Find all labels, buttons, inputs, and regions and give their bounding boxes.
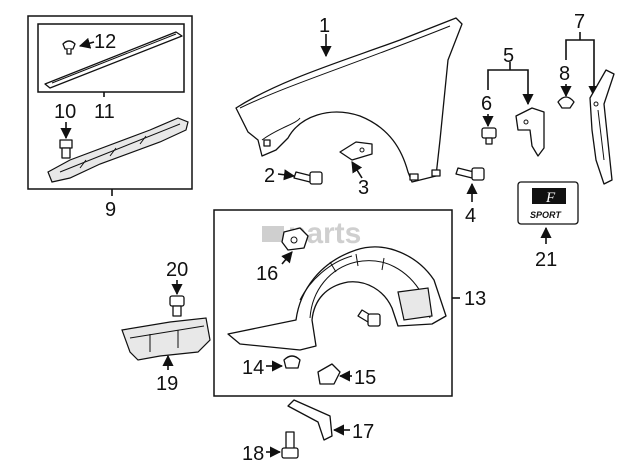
bolt-10 bbox=[59, 139, 73, 159]
callout-6: 6 bbox=[481, 93, 492, 115]
bolt-4 bbox=[455, 167, 485, 181]
callout-7: 7 bbox=[574, 11, 585, 33]
callout-1: 1 bbox=[319, 15, 330, 37]
bracket-5 bbox=[515, 107, 545, 157]
bolt-6 bbox=[481, 127, 497, 145]
bolt-20 bbox=[169, 295, 185, 317]
callout-9: 9 bbox=[105, 199, 116, 221]
emblem-text: SPORT bbox=[530, 210, 562, 220]
watermark: parts bbox=[262, 217, 361, 250]
callout-21: 21 bbox=[535, 249, 557, 271]
moulding-strip bbox=[44, 31, 183, 89]
callout-14: 14 bbox=[242, 357, 264, 379]
fender-liner bbox=[227, 246, 447, 351]
callout-16: 16 bbox=[256, 263, 278, 285]
front-fender bbox=[235, 17, 463, 183]
clip-16 bbox=[281, 227, 309, 251]
callout-5: 5 bbox=[503, 45, 514, 67]
bracket-3 bbox=[339, 141, 373, 161]
bolt-2 bbox=[293, 171, 323, 185]
group-box-13 bbox=[213, 209, 453, 397]
callout-8: 8 bbox=[559, 63, 570, 85]
seal-7 bbox=[589, 69, 615, 185]
emblem-21: F SPORT bbox=[517, 181, 579, 225]
callout-3: 3 bbox=[358, 177, 369, 199]
callout-17: 17 bbox=[352, 421, 374, 443]
fender-liner-bracket bbox=[47, 117, 189, 183]
callout-15: 15 bbox=[354, 367, 376, 389]
bolt-18 bbox=[281, 431, 299, 459]
cover-19 bbox=[121, 317, 211, 361]
callout-18: 18 bbox=[242, 443, 264, 465]
clip-15 bbox=[317, 363, 341, 385]
callout-10: 10 bbox=[54, 101, 76, 123]
callout-13: 13 bbox=[464, 288, 486, 310]
callout-4: 4 bbox=[465, 205, 476, 227]
bracket-17 bbox=[287, 399, 333, 441]
clip-8 bbox=[557, 96, 575, 109]
callout-11: 11 bbox=[94, 101, 115, 123]
clip-12 bbox=[62, 40, 76, 55]
group-box-9 bbox=[27, 15, 193, 190]
group-box-11 bbox=[37, 23, 185, 93]
callout-19: 19 bbox=[156, 373, 178, 395]
callout-2: 2 bbox=[264, 165, 275, 187]
emblem-letter: F bbox=[545, 190, 556, 206]
callout-12: 12 bbox=[94, 31, 116, 53]
liner-screw bbox=[357, 309, 381, 327]
callout-20: 20 bbox=[166, 259, 188, 281]
clip-14 bbox=[283, 355, 301, 369]
